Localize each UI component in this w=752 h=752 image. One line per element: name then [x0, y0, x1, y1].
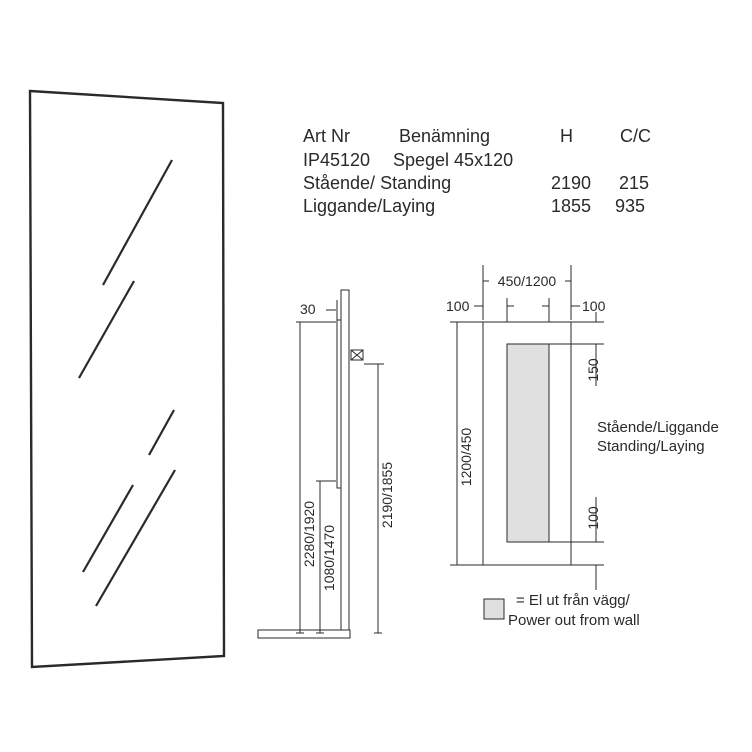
legend-swatch — [483, 598, 505, 620]
row-standing-h: 2190 — [551, 173, 592, 193]
wall-outlet-symbol — [350, 349, 364, 361]
mirror-panel-side — [340, 289, 350, 631]
mirror-reflection — [82, 484, 134, 573]
product-code: IP45120 — [303, 150, 371, 170]
dim-top-offset: 150 — [585, 358, 601, 382]
legend-line2: Power out from wall — [508, 612, 640, 629]
orientation-label-line1: Stående/Liggande — [597, 419, 719, 436]
header-h: H — [560, 126, 573, 146]
floor-base — [257, 629, 351, 639]
dim-width: 450/1200 — [498, 273, 557, 289]
dim-mount-height: 2190/1855 — [379, 462, 395, 528]
dim-thickness: 30 — [300, 301, 316, 317]
mirror-reflection — [95, 469, 176, 607]
row-laying-label: Liggande/Laying — [303, 196, 436, 216]
row-standing-cc: 215 — [619, 173, 650, 193]
wall-bracket — [336, 319, 342, 489]
mirror-reflection — [148, 409, 175, 456]
row-standing-label: Stående/ Standing — [303, 173, 452, 193]
header-cc: C/C — [620, 126, 651, 146]
mirror-reflection — [102, 159, 173, 286]
dim-total-height: 2280/1920 — [301, 501, 317, 567]
mirror-frame — [28, 89, 226, 669]
dim-height: 1200/450 — [458, 428, 474, 487]
orientation-label-line2: Standing/Laying — [597, 438, 705, 455]
dim-bottom-height: 1080/1470 — [321, 525, 337, 591]
power-outlet-zone — [506, 343, 550, 543]
row-laying-cc: 935 — [615, 196, 646, 216]
mirror-reflection — [78, 280, 135, 379]
row-laying-h: 1855 — [551, 196, 592, 216]
legend-line1: = El ut från vägg/ — [516, 592, 631, 609]
legend: = El ut från vägg/ Power out from wall — [483, 592, 640, 629]
dim-margin-left: 100 — [446, 298, 470, 314]
dim-margin-right: 100 — [582, 298, 606, 314]
wall-outlet-symbol — [350, 349, 364, 361]
dim-bottom-offset: 100 — [585, 506, 601, 530]
header-art-nr: Art Nr — [303, 126, 350, 146]
mirror-illustration — [28, 89, 226, 669]
header-name: Benämning — [399, 126, 491, 146]
product-name: Spegel 45x120 — [393, 150, 514, 170]
mirror-outline-front — [482, 321, 572, 566]
side-view: 30 2280/1920 1080/1470 2190/1855 — [257, 289, 395, 639]
front-view: 450/1200 100 100 1200/450 150 100 Ståend… — [446, 265, 719, 590]
